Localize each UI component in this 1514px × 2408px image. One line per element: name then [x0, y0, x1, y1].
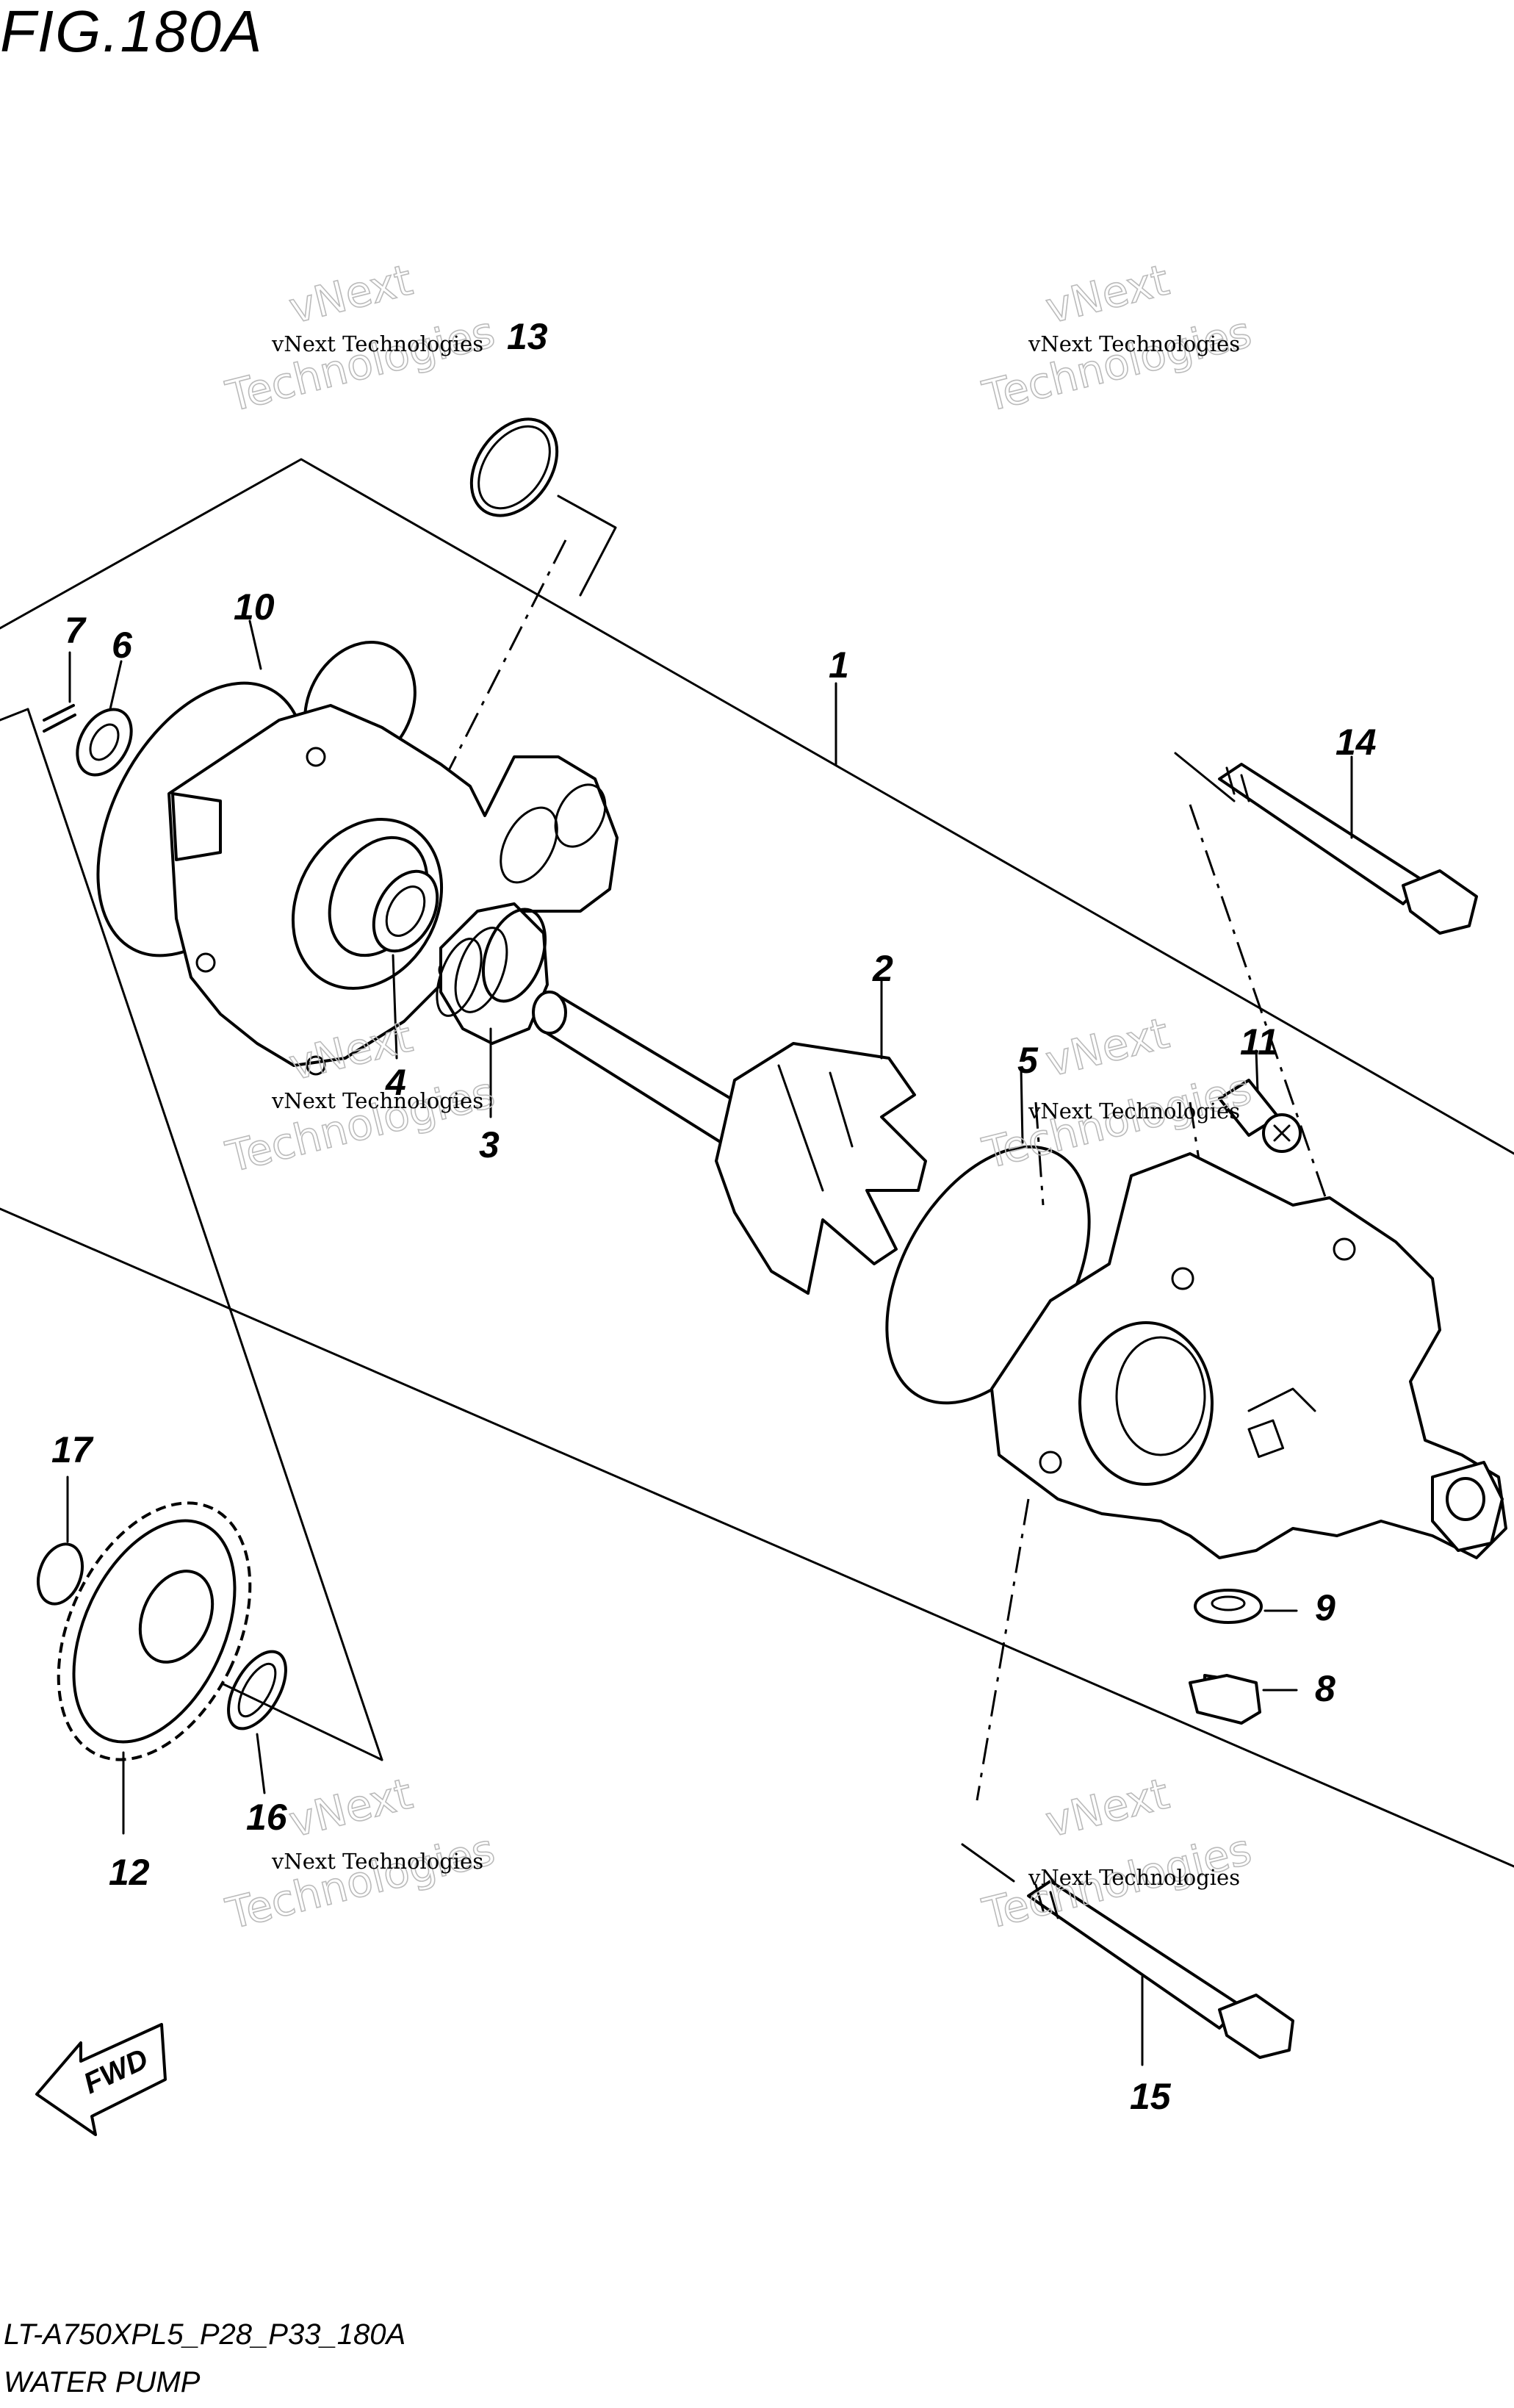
callout-7: 7 — [65, 610, 87, 651]
pump-main-housing — [990, 1152, 1507, 1559]
part-8-drain-plug — [1189, 1674, 1298, 1725]
svg-text:Technologies: Technologies — [221, 306, 500, 421]
svg-text:Technologies: Technologies — [221, 1067, 500, 1182]
watermark-top-left: vNext Technologies vNext Technologies — [220, 254, 500, 423]
svg-text:Technologies: Technologies — [978, 306, 1256, 421]
part-3-mechanical-seal — [436, 902, 549, 1118]
callout-1: 1 — [829, 644, 849, 686]
watermark-bottom-right: vNext Technologies vNext Technologies — [977, 1768, 1257, 1940]
svg-text:vNext Technologies: vNext Technologies — [1028, 1099, 1240, 1124]
callout-13: 13 — [507, 316, 548, 357]
callout-17: 17 — [51, 1429, 94, 1470]
watermark-top-right: vNext Technologies vNext Technologies — [977, 254, 1257, 423]
svg-text:vNext: vNext — [284, 1769, 417, 1847]
callout-4: 4 — [385, 1062, 406, 1103]
part-4-seal — [372, 869, 439, 1060]
figure-name: WATER PUMP — [4, 2366, 201, 2398]
callout-9: 9 — [1315, 1587, 1335, 1628]
figure-title: FIG.180A — [0, 0, 263, 64]
watermark-middle-right: vNext Technologies vNext Technologies — [977, 1007, 1257, 1179]
callout-6: 6 — [112, 625, 133, 666]
svg-text:vNext Technologies: vNext Technologies — [1028, 331, 1240, 356]
part-15-bolt — [961, 1843, 1294, 2066]
part-2-impeller-shaft — [532, 980, 927, 1295]
svg-text:vNext: vNext — [1041, 255, 1174, 334]
svg-text:vNext Technologies: vNext Technologies — [271, 1849, 483, 1874]
part-16-washer — [227, 1650, 287, 1794]
callout-15: 15 — [1130, 2076, 1172, 2117]
assembly-outline — [0, 458, 1514, 1868]
callout-16: 16 — [246, 1797, 288, 1838]
part-11-screw — [1218, 1049, 1302, 1153]
part-6-washer — [76, 660, 133, 777]
callout-12: 12 — [109, 1852, 150, 1893]
part-13-o-ring — [469, 417, 559, 517]
callout-11: 11 — [1240, 1021, 1278, 1063]
svg-text:vNext: vNext — [1041, 1008, 1174, 1087]
watermark-bottom-left: vNext Technologies vNext Technologies — [220, 1768, 500, 1940]
callout-labels: 1 2 3 4 5 6 7 8 9 10 11 12 13 14 15 16 1… — [51, 316, 1377, 2117]
svg-text:vNext Technologies: vNext Technologies — [1028, 1865, 1240, 1890]
part-12-gear — [57, 1501, 252, 1835]
svg-text:vNext: vNext — [1041, 1769, 1174, 1847]
model-code: LT-A750XPL5_P28_P33_180A — [4, 2318, 405, 2351]
svg-text:vNext Technologies: vNext Technologies — [271, 331, 483, 356]
part-9-washer — [1194, 1589, 1298, 1624]
svg-text:Technologies: Technologies — [221, 1824, 500, 1938]
part-7-pin — [43, 651, 76, 733]
part-14-bolt — [1174, 752, 1478, 935]
svg-text:vNext: vNext — [284, 255, 417, 334]
callout-2: 2 — [872, 948, 893, 989]
callout-10: 10 — [234, 586, 275, 628]
svg-text:vNext Technologies: vNext Technologies — [271, 1088, 483, 1113]
callout-3: 3 — [479, 1124, 500, 1165]
callout-5: 5 — [1017, 1040, 1039, 1081]
callout-14: 14 — [1335, 722, 1377, 763]
fwd-direction-arrow: FWD — [35, 2023, 167, 2136]
part-17-circlip — [37, 1476, 84, 1606]
callout-8: 8 — [1315, 1668, 1335, 1709]
